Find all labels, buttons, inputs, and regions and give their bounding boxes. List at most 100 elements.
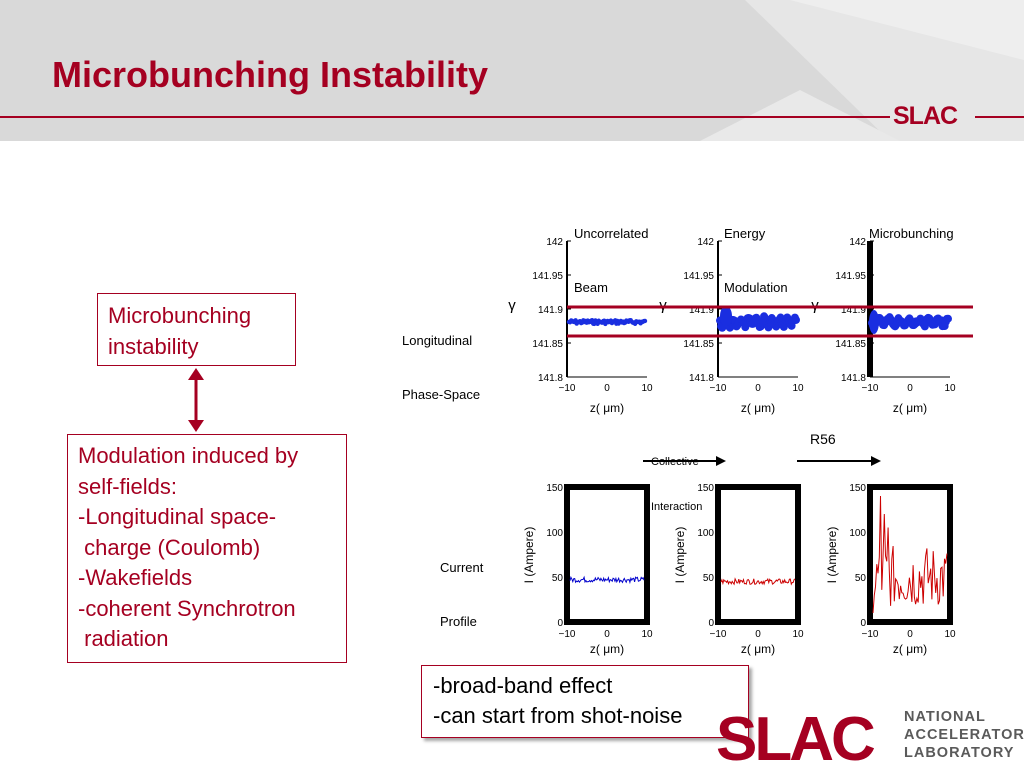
column-title-uncorrelated: Uncorrelated Beam — [574, 189, 648, 315]
header-decoration — [700, 0, 1024, 141]
x-tick-label: −10 — [559, 629, 576, 640]
box-line: Modulation induced by — [78, 443, 299, 468]
phase-space-point — [720, 306, 732, 326]
y-tick-label: 141.8 — [689, 373, 714, 384]
y-tick-label: 141.95 — [683, 271, 714, 282]
label-line: Interaction — [651, 501, 703, 513]
x-tick-label: 0 — [604, 629, 610, 640]
y-tick-label: 150 — [546, 483, 563, 494]
x-tick-label: −10 — [559, 383, 576, 394]
box-line: -Wakefields — [78, 565, 193, 590]
y-axis-label: γ — [508, 297, 516, 314]
x-axis-label: z( μm) — [590, 401, 624, 415]
x-tick-label: 10 — [944, 629, 956, 640]
box-line: -Longitudinal space- — [78, 504, 277, 529]
current-plot-frame — [867, 484, 953, 625]
row-label-current: Current Profile — [440, 523, 483, 649]
institution-line: NATIONAL — [904, 709, 986, 725]
y-tick-label: 141.85 — [683, 339, 714, 350]
broadband-note-box: -broad-band effect -can start from shot-… — [421, 665, 749, 738]
y-tick-label: 142 — [546, 237, 563, 248]
arrow-collective-head — [716, 456, 726, 466]
x-tick-label: 0 — [755, 629, 761, 640]
current-series-line — [569, 575, 645, 585]
x-axis-label: z( μm) — [741, 401, 775, 415]
x-tick-label: −10 — [862, 383, 879, 394]
y-axis-label: I (Ampere) — [825, 527, 839, 584]
slac-logo: SLAC — [716, 705, 878, 766]
label-line: Modulation — [724, 280, 788, 295]
x-tick-label: 10 — [641, 629, 653, 640]
x-axis-label: z( μm) — [741, 642, 775, 656]
y-tick-label: 142 — [697, 237, 714, 248]
label-line: Energy — [724, 226, 766, 241]
y-tick-label: 141.9 — [841, 305, 866, 316]
row-label-phase-space: Longitudinal Phase-Space — [402, 296, 480, 422]
box-line: charge (Coulomb) — [78, 534, 261, 560]
header-band: Microbunching Instability SLAC — [0, 0, 1024, 141]
label-line: Uncorrelated — [574, 226, 649, 241]
box-line: -coherent Synchrotron — [78, 595, 296, 621]
phase-space-point — [869, 310, 879, 334]
y-tick-label: 141.8 — [841, 373, 866, 384]
column-title-microbunching: Microbunching — [869, 189, 954, 261]
x-tick-label: −10 — [710, 629, 727, 640]
y-tick-label: 141.9 — [538, 305, 563, 316]
label-line: Microbunching — [869, 226, 954, 241]
x-axis-label: z( μm) — [590, 642, 624, 656]
page-title: Microbunching Instability — [52, 54, 489, 95]
current-plot-frame — [564, 484, 650, 625]
column-title-energy: Energy Modulation — [724, 189, 788, 315]
label-line: Current — [440, 560, 484, 575]
institution-line: ACCELERATOR — [904, 727, 1024, 743]
phase-space-point — [944, 314, 952, 323]
y-tick-label: 0 — [557, 618, 563, 629]
institution-name: NATIONAL ACCELERATOR LABORATORY — [904, 708, 1024, 762]
box-line: self-fields: — [78, 473, 178, 499]
y-tick-label: 150 — [849, 483, 866, 494]
box-line: -broad-band effect — [433, 673, 613, 698]
current-series-line — [720, 577, 796, 586]
arrow-r56-head — [871, 456, 881, 466]
y-tick-label: 141.95 — [532, 271, 563, 282]
phase-space-point — [642, 318, 648, 324]
x-tick-label: 10 — [792, 629, 804, 640]
label-line: Phase-Space — [402, 387, 481, 402]
box-line: instability — [108, 334, 199, 359]
box-line: radiation — [78, 626, 169, 651]
y-tick-label: 142 — [849, 237, 866, 248]
phase-space-point — [589, 318, 595, 323]
x-tick-label: 0 — [907, 383, 913, 394]
label-line: Longitudinal — [402, 333, 473, 348]
x-tick-label: 10 — [944, 383, 956, 394]
x-axis-label: z( μm) — [893, 401, 927, 415]
x-axis-label: z( μm) — [893, 642, 927, 656]
y-tick-label: 141.95 — [835, 271, 866, 282]
y-tick-label: 50 — [703, 573, 715, 584]
x-tick-label: 0 — [604, 383, 610, 394]
x-tick-label: 10 — [641, 383, 653, 394]
box-line: -can start from shot-noise — [433, 703, 683, 728]
y-tick-label: 0 — [860, 618, 866, 629]
y-tick-label: 100 — [697, 528, 714, 539]
y-tick-label: 141.85 — [835, 339, 866, 350]
x-tick-label: 0 — [907, 629, 913, 640]
y-tick-label: 0 — [708, 618, 714, 629]
y-tick-label: 141.85 — [532, 339, 563, 350]
slac-logo-text: SLAC — [716, 705, 875, 766]
phase-space-point — [792, 315, 800, 324]
y-tick-label: 141.9 — [689, 305, 714, 316]
box-line: Microbunching — [108, 303, 252, 328]
y-tick-label: 150 — [697, 483, 714, 494]
modulation-box: Modulation induced by self-fields: -Long… — [67, 434, 347, 663]
microbunching-instability-box: Microbunching instability — [97, 293, 296, 366]
arrow-label-r56: R56 — [810, 431, 836, 447]
header-divider — [0, 116, 890, 118]
y-axis-label: I (Ampere) — [522, 527, 536, 584]
current-plot-frame — [715, 484, 801, 625]
y-tick-label: 141.8 — [538, 373, 563, 384]
x-tick-label: −10 — [710, 383, 727, 394]
y-tick-label: 50 — [855, 573, 867, 584]
institution-line: LABORATORY — [904, 745, 1015, 761]
